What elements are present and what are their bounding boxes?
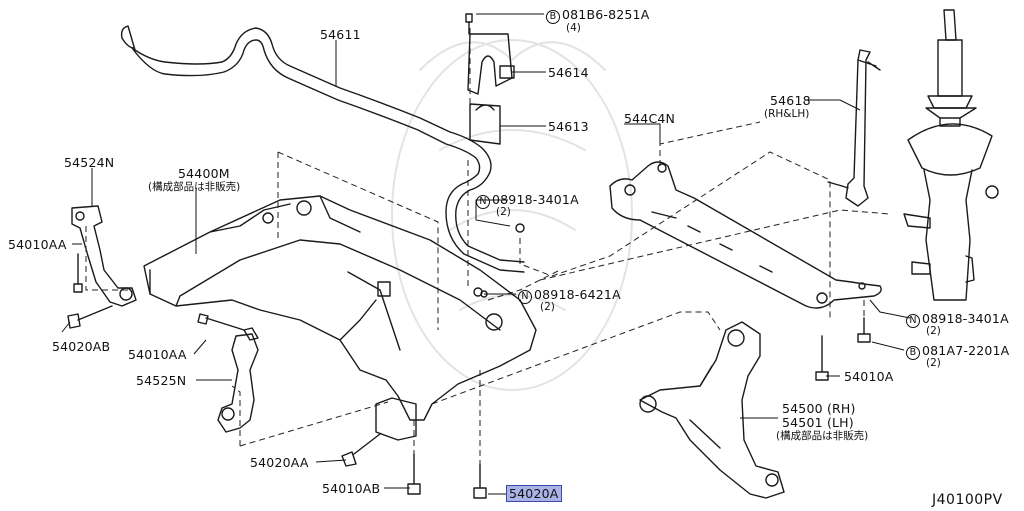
- label-crossmember: 54400M: [178, 166, 230, 181]
- label-stabilizer-bar: 54611: [320, 27, 361, 42]
- bracket-54524n: [71, 205, 137, 307]
- watermark-emblem: [391, 39, 633, 391]
- label-bolt-54010aa-mid: 54010AA: [128, 347, 187, 362]
- stabilizer-clamp: [467, 33, 513, 95]
- stabilizer-bushing: [469, 103, 501, 145]
- label-lower-arm-rh: 54500 (RH): [782, 401, 856, 416]
- highlighted-part-number[interactable]: 54020A: [506, 485, 562, 502]
- label-bolt-54020a[interactable]: 54020A: [506, 485, 562, 502]
- label-lower-arm-note: (構成部品は非販売): [776, 430, 869, 442]
- label-stabilizer-link: 54618: [770, 93, 811, 108]
- label-bolt-54010aa-left: 54010AA: [8, 237, 67, 252]
- label-lower-arm-lh: 54501 (LH): [782, 415, 854, 430]
- label-bolt-54020aa: 54020AA: [250, 455, 309, 470]
- label-bracket-54525n: 54525N: [136, 373, 187, 388]
- prefix-n-icon: N: [518, 290, 532, 304]
- prefix-n-icon: N: [476, 195, 490, 209]
- label-bracket-54524n: 54524N: [64, 155, 115, 170]
- label-bushing: 54613: [548, 119, 589, 134]
- diagram-code: J40100PV: [932, 492, 1003, 508]
- lower-arm: [639, 321, 785, 499]
- prefix-n-icon: N: [906, 314, 920, 328]
- strut-assembly: [903, 9, 999, 301]
- label-nut-center-qty: (2): [540, 301, 555, 313]
- label-nut-mid-qty: (2): [496, 206, 511, 218]
- label-bolt-54010a: 54010A: [844, 369, 894, 384]
- stabilizer-link: [845, 49, 871, 207]
- label-crossmember-note: (構成部品は非販売): [148, 181, 241, 193]
- label-nut-right-qty: (2): [926, 325, 941, 337]
- member-544c4n: [609, 161, 882, 309]
- prefix-b-icon: B: [546, 10, 560, 24]
- prefix-b-icon: B: [906, 346, 920, 360]
- label-clamp: 54614: [548, 65, 589, 80]
- label-stabilizer-link-side: (RH&LH): [764, 108, 810, 120]
- bracket-54525n: [217, 333, 259, 433]
- crossmember-54400m: [143, 195, 537, 441]
- label-bolt-54020ab: 54020AB: [52, 339, 111, 354]
- label-bolt-right-qty: (2): [926, 357, 941, 369]
- stabilizer-bar: [120, 25, 525, 263]
- label-member-544c4n: 544C4N: [624, 111, 676, 126]
- label-bolt-top-qty: (4): [566, 22, 581, 34]
- label-bolt-54010ab: 54010AB: [322, 481, 381, 496]
